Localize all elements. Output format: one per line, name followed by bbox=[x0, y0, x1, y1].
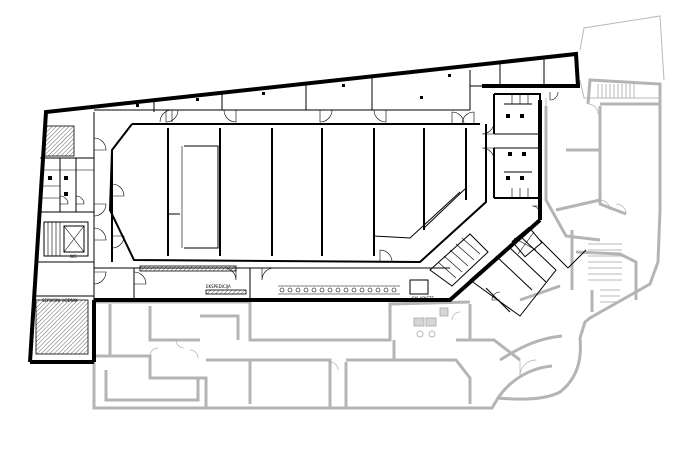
lower-strip: EKSPEDICIJA SKLADIŠTE bbox=[94, 265, 450, 301]
doors bbox=[59, 91, 559, 301]
wc-label: WC bbox=[70, 254, 77, 259]
east-service-zone bbox=[429, 219, 587, 317]
service-corridor-label: SERVISNI HODNIK bbox=[42, 298, 78, 303]
dispatch-label: EKSPEDICIJA bbox=[206, 284, 231, 289]
upper-rooms bbox=[93, 58, 545, 300]
left-wing: SERVISNI HODNIK WC bbox=[35, 125, 94, 355]
existing-building bbox=[92, 15, 665, 410]
storage-label: SKLADIŠTE bbox=[412, 296, 434, 301]
main-hall bbox=[108, 123, 487, 264]
